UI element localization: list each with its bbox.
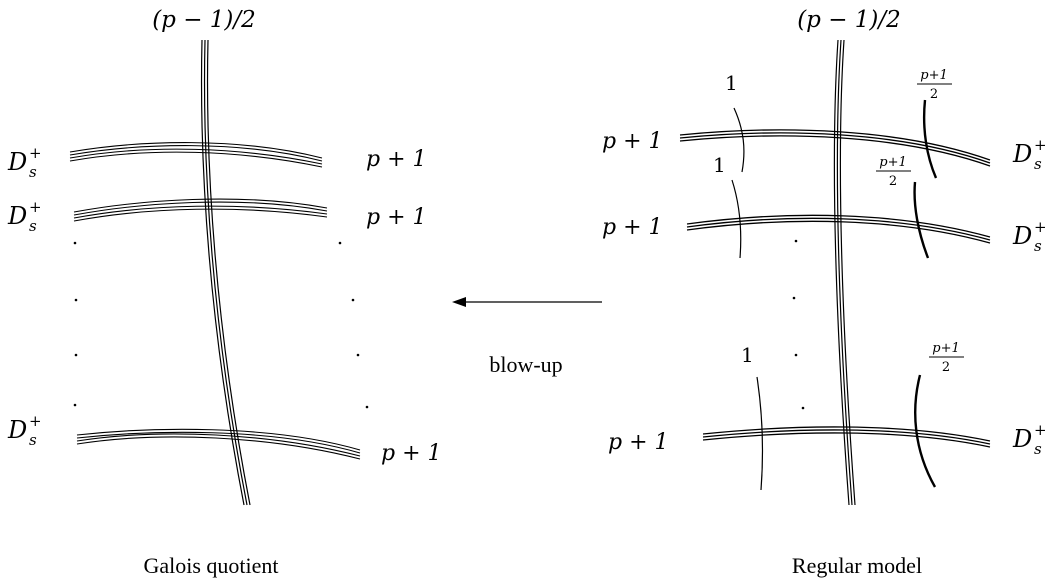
- exceptional-mult-1-row-1: 1: [725, 71, 738, 95]
- svg-text:D: D: [7, 148, 27, 176]
- vertical-ellipsis-dots-left: [73, 241, 369, 409]
- right-row-2-multiplicity: p + 1: [602, 215, 663, 240]
- regular-model-panel: (p − 1)/2 1 1 1 p+1: [602, 7, 1047, 578]
- left-row-2-label: D + s: [7, 198, 42, 235]
- svg-text:+: +: [1034, 218, 1047, 236]
- galois-quotient-caption: Galois quotient: [143, 553, 278, 578]
- svg-text:p+1: p+1: [932, 341, 960, 356]
- svg-text:+: +: [29, 412, 42, 430]
- horizontal-component-left-2: [73, 198, 328, 222]
- horizontal-component-right-3: [702, 426, 991, 448]
- svg-text:D: D: [1012, 222, 1032, 250]
- vertical-multiplicity-right: (p − 1)/2: [797, 7, 901, 33]
- svg-text:D: D: [1012, 140, 1032, 168]
- svg-text:s: s: [29, 431, 37, 449]
- left-row-1-multiplicity: p + 1: [366, 147, 427, 172]
- svg-text:s: s: [1034, 440, 1042, 458]
- svg-text:2: 2: [942, 360, 950, 375]
- svg-text:s: s: [1034, 237, 1042, 255]
- right-row-3-multiplicity: p + 1: [608, 430, 669, 455]
- exceptional-curve-half-row-3: [914, 374, 937, 488]
- left-row-3-multiplicity: p + 1: [381, 441, 442, 466]
- right-row-3-label: D + s: [1012, 421, 1047, 458]
- svg-text:+: +: [29, 198, 42, 216]
- right-row-1-multiplicity: p + 1: [602, 129, 663, 154]
- blow-up-arrow: blow-up: [452, 297, 602, 377]
- left-row-1-label: D + s: [7, 144, 42, 181]
- horizontal-component-right-2: [686, 214, 991, 244]
- exceptional-mult-half-row-2: p+1 2: [876, 155, 911, 189]
- exceptional-mult-1-row-3: 1: [741, 343, 754, 367]
- exceptional-curve-1-row-2: [731, 179, 742, 259]
- svg-text:D: D: [1012, 425, 1032, 453]
- svg-text:2: 2: [930, 87, 938, 102]
- left-row-3-label: D + s: [7, 412, 42, 449]
- svg-text:D: D: [7, 202, 27, 230]
- vertical-multiplicity-left: (p − 1)/2: [152, 7, 256, 33]
- left-row-2-multiplicity: p + 1: [366, 205, 427, 230]
- galois-quotient-panel: (p − 1)/2 D + s D + s: [7, 7, 442, 578]
- right-row-2-label: D + s: [1012, 218, 1047, 255]
- svg-text:s: s: [1034, 155, 1042, 173]
- exceptional-mult-half-row-1: p+1 2: [917, 68, 952, 102]
- svg-text:s: s: [29, 163, 37, 181]
- svg-text:s: s: [29, 217, 37, 235]
- svg-text:+: +: [29, 144, 42, 162]
- horizontal-component-right-1: [679, 129, 991, 167]
- svg-text:2: 2: [889, 174, 897, 189]
- svg-text:+: +: [1034, 136, 1047, 154]
- svg-text:p+1: p+1: [920, 68, 948, 83]
- svg-text:D: D: [7, 416, 27, 444]
- svg-text:+: +: [1034, 421, 1047, 439]
- horizontal-component-left-3: [76, 428, 361, 460]
- horizontal-component-left-1: [69, 142, 323, 168]
- exceptional-curve-half-row-2: [913, 181, 930, 259]
- blow-up-label: blow-up: [489, 352, 562, 377]
- exceptional-mult-half-row-3: p+1 2: [929, 341, 964, 375]
- regular-model-caption: Regular model: [792, 553, 922, 578]
- right-row-1-label: D + s: [1012, 136, 1047, 173]
- exceptional-curve-1-row-1: [733, 107, 745, 173]
- svg-text:p+1: p+1: [879, 155, 907, 170]
- vertical-component-right: [833, 39, 856, 506]
- vertical-ellipsis-dots-right: [792, 239, 805, 410]
- exceptional-curve-1-row-3: [756, 376, 763, 491]
- exceptional-mult-1-row-2: 1: [713, 153, 726, 177]
- exceptional-curve-half-row-1: [922, 99, 938, 179]
